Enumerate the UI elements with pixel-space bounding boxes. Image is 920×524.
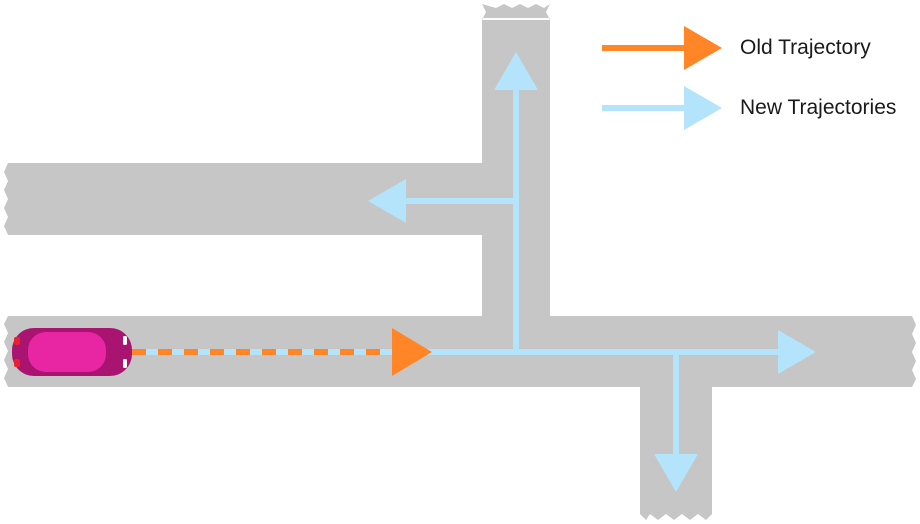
old-trajectory xyxy=(132,328,432,376)
new-trajectories xyxy=(132,52,816,492)
legend-old-label: Old Trajectory xyxy=(740,36,871,59)
legend-new-swatch-arrowhead xyxy=(684,86,722,130)
car-headlight-bottom xyxy=(123,359,127,368)
new-trajectory-up-arrowhead xyxy=(494,52,538,90)
legend-swatches xyxy=(602,26,722,130)
new-trajectory-right-arrowhead xyxy=(778,330,816,374)
car-headlight-top xyxy=(123,336,127,345)
road-left-upper xyxy=(4,163,484,235)
car-taillight-top xyxy=(14,337,20,345)
roads xyxy=(4,4,916,520)
legend-new-label: New Trajectories xyxy=(740,96,897,119)
new-trajectory-left-arrowhead xyxy=(368,179,406,223)
car-taillight-bottom xyxy=(14,359,20,367)
new-trajectory-down-arrowhead xyxy=(654,454,698,492)
car-icon xyxy=(12,328,132,376)
legend-old-swatch-arrowhead xyxy=(684,26,722,70)
old-trajectory-arrowhead xyxy=(392,328,432,376)
car-roof xyxy=(28,332,106,372)
